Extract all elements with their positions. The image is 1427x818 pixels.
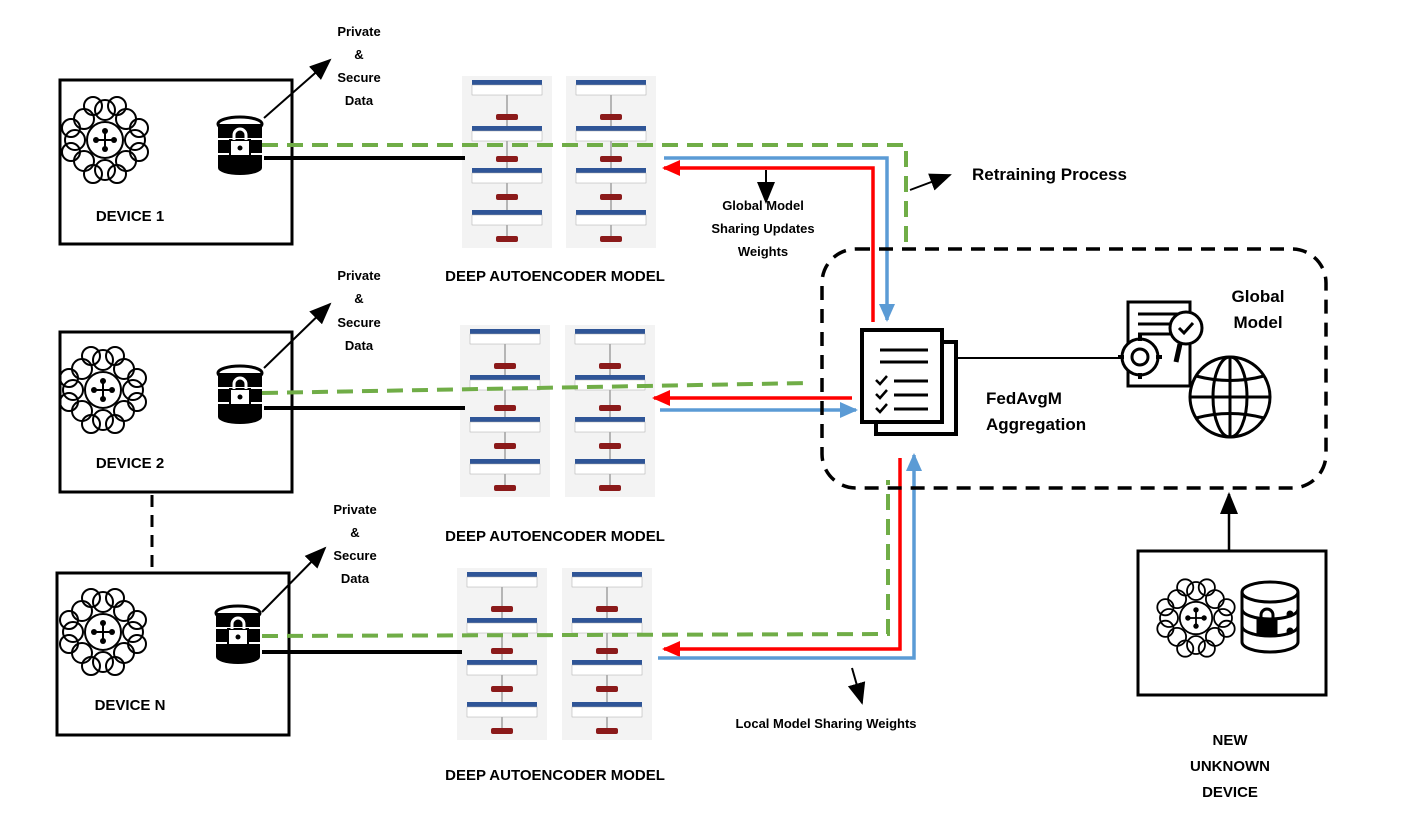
database-lock-icon: [1240, 580, 1300, 654]
global-model-label: Global Model: [1232, 287, 1285, 332]
private-data-n: Private & Secure Data: [261, 502, 377, 613]
svg-text:FedAvgM: FedAvgM: [986, 389, 1062, 408]
device-1-box: DEVICE 1: [58, 78, 294, 246]
svg-text:&: &: [354, 291, 363, 306]
secure-database-icon: [216, 115, 264, 177]
svg-text:Global Model: Global Model: [722, 198, 804, 213]
globe-icon: [1188, 355, 1272, 439]
weight-exchange-device-2: [652, 390, 858, 418]
device-1-label: DEVICE 1: [96, 208, 164, 225]
private-data-2: Private & Secure Data: [263, 268, 381, 369]
svg-text:Data: Data: [341, 571, 370, 586]
weight-exchange-device-n: [658, 453, 922, 660]
svg-text:Weights: Weights: [738, 244, 788, 259]
new-device-box: [1136, 549, 1328, 697]
device-n-label: DEVICE N: [95, 697, 166, 714]
svg-text:Data: Data: [345, 338, 374, 353]
svg-text:Private: Private: [337, 24, 380, 39]
global-server-region: [820, 247, 1328, 490]
svg-text:Private: Private: [333, 502, 376, 517]
svg-text:UNKNOWN: UNKNOWN: [1190, 758, 1270, 775]
secure-database-icon: [214, 604, 262, 666]
autoencoder-model-2: DEEP AUTOENCODER MODEL: [445, 324, 665, 545]
autoencoder-model-n: DEEP AUTOENCODER MODEL: [445, 567, 665, 784]
svg-text:Private: Private: [337, 268, 380, 283]
svg-text:Secure: Secure: [333, 548, 376, 563]
device-2-box: DEVICE 2: [58, 330, 294, 494]
document-checklist-icon: [860, 328, 958, 436]
private-data-1: Private & Secure Data: [263, 24, 381, 119]
svg-text:NEW: NEW: [1213, 732, 1249, 749]
svg-text:&: &: [354, 47, 363, 62]
retraining-paths: [261, 143, 908, 638]
svg-text:Local Model Sharing Weights: Local Model Sharing Weights: [735, 716, 916, 731]
svg-text:Data: Data: [345, 93, 374, 108]
svg-text:Aggregation: Aggregation: [986, 415, 1086, 434]
secure-database-icon: [216, 364, 264, 426]
model-2-label: DEEP AUTOENCODER MODEL: [445, 528, 665, 545]
model-n-label: DEEP AUTOENCODER MODEL: [445, 767, 665, 784]
retraining-label: Retraining Process: [909, 165, 1127, 191]
aggregation-label: FedAvgM Aggregation: [986, 389, 1086, 434]
svg-text:Sharing Updates: Sharing Updates: [711, 221, 814, 236]
local-sharing-label: Local Model Sharing Weights: [735, 667, 917, 731]
svg-text:Global: Global: [1232, 287, 1285, 306]
settings-document-icon: [1118, 300, 1204, 388]
autoencoder-model-1: DEEP AUTOENCODER MODEL: [445, 75, 665, 285]
svg-text:Secure: Secure: [337, 315, 380, 330]
global-sharing-label: Global Model Sharing Updates Weights: [711, 170, 815, 259]
weight-exchange-device-1: [662, 156, 895, 322]
svg-text:Retraining Process: Retraining Process: [972, 165, 1127, 184]
device-2-label: DEVICE 2: [96, 455, 164, 472]
new-device-label: NEW UNKNOWN DEVICE: [1190, 732, 1270, 801]
svg-text:&: &: [350, 525, 359, 540]
svg-text:Secure: Secure: [337, 70, 380, 85]
svg-text:Model: Model: [1233, 313, 1282, 332]
svg-text:DEVICE: DEVICE: [1202, 784, 1258, 801]
device-n-box: DEVICE N: [55, 571, 291, 737]
model-1-label: DEEP AUTOENCODER MODEL: [445, 268, 665, 285]
